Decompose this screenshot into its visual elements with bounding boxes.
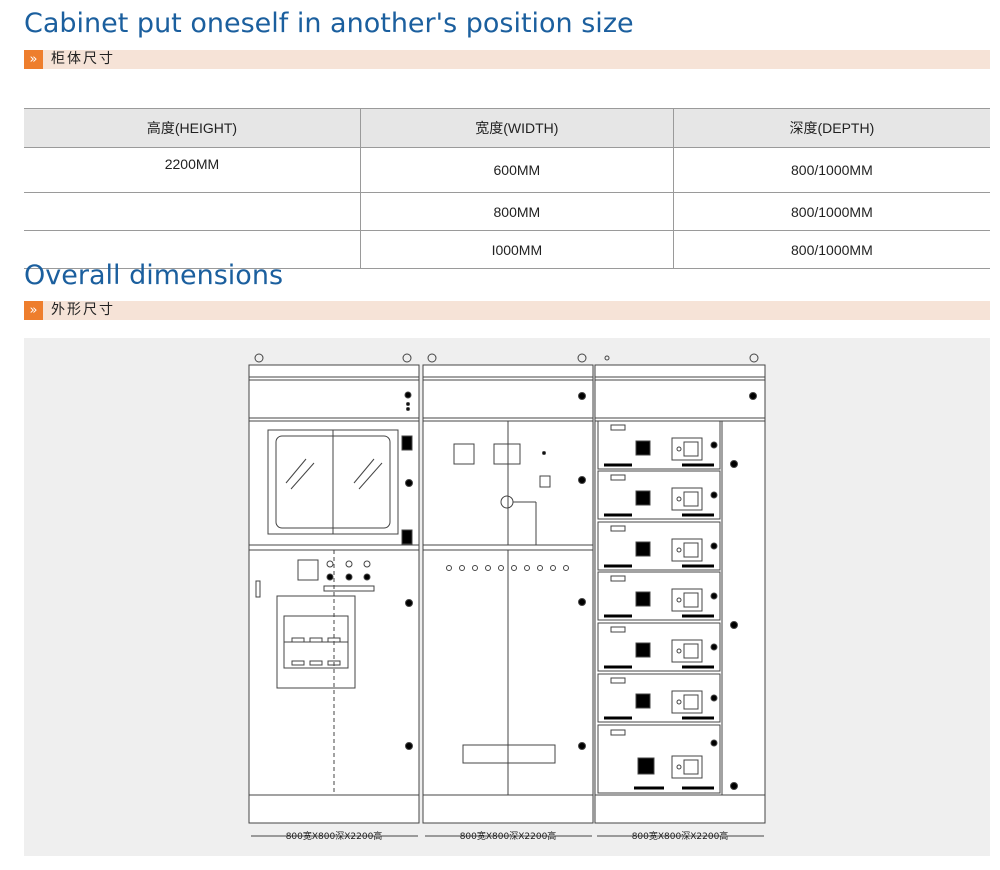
section-subtitle-label: 柜体尺寸 — [51, 51, 115, 67]
depth-cell: 800/1000MM — [672, 147, 990, 193]
width-cell: I000MM — [359, 230, 674, 269]
cabinet-2 — [422, 353, 594, 824]
cabinet-3 — [594, 353, 766, 824]
height-column-header: 高度(HEIGHT) — [24, 108, 361, 148]
lock-icon — [401, 529, 413, 545]
dimension-label: 800宽X800深X2200高 — [632, 830, 729, 842]
depth-column-header: 深度(DEPTH) — [672, 108, 990, 148]
dimension-label: 800宽X800深X2200高 — [460, 830, 557, 842]
lifting-eye-icon — [604, 355, 610, 361]
section-subtitle-bar: » 外形尺寸 — [24, 301, 990, 320]
section-subtitle-label: 外形尺寸 — [51, 302, 115, 318]
width-cell: 600MM — [359, 147, 674, 193]
width-column-header: 宽度(WIDTH) — [359, 108, 674, 148]
cabinet-size-table: 高度(HEIGHT) 宽度(WIDTH) 深度(DEPTH) 2200MM 60… — [24, 108, 990, 269]
lifting-eye-icon — [427, 353, 437, 363]
table-header-row: 高度(HEIGHT) 宽度(WIDTH) 深度(DEPTH) — [24, 108, 990, 148]
height-cell — [24, 230, 361, 269]
lock-icon — [401, 435, 413, 451]
height-cell: 2200MM — [24, 147, 361, 193]
drawer-unit — [597, 622, 721, 672]
double-chevron-right-icon: » — [24, 50, 43, 69]
height-cell — [24, 192, 361, 231]
lifting-eye-icon — [254, 353, 264, 363]
double-chevron-right-icon: » — [24, 301, 43, 320]
section-title-cabinet-size: Cabinet put oneself in another's positio… — [24, 8, 634, 39]
cabinet-elevation-drawing: 800宽X800深X2200高 800宽X800深X2200高 800宽X800… — [248, 353, 766, 842]
width-cell: 800MM — [359, 192, 674, 231]
drawer-unit — [597, 571, 721, 621]
drawer-unit — [597, 521, 721, 571]
section-subtitle-bar: » 柜体尺寸 — [24, 50, 990, 69]
drawer-unit — [597, 470, 721, 520]
drawer-unit — [597, 420, 721, 470]
drawer-unit — [597, 673, 721, 723]
table-row: 800MM 800/1000MM — [24, 192, 990, 231]
section-title-overall-dimensions: Overall dimensions — [24, 260, 284, 291]
cabinet-1 — [248, 353, 420, 824]
table-row: I000MM 800/1000MM — [24, 230, 990, 269]
dimension-label: 800宽X800深X2200高 — [286, 830, 383, 842]
cabinet-drawing-area: 800宽X800深X2200高 800宽X800深X2200高 800宽X800… — [24, 338, 990, 856]
depth-cell: 800/1000MM — [672, 192, 990, 231]
table-row: 2200MM 600MM 800/1000MM — [24, 147, 990, 193]
lifting-eye-icon — [402, 353, 412, 363]
depth-cell: 800/1000MM — [672, 230, 990, 269]
lifting-eye-icon — [577, 353, 587, 363]
drawer-unit — [597, 724, 721, 794]
lifting-eye-icon — [749, 353, 759, 363]
